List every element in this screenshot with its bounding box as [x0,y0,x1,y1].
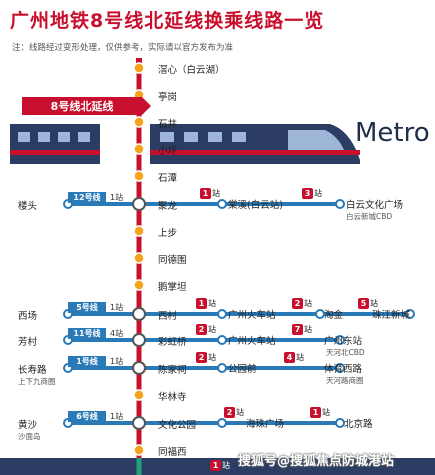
station-label: 亭岗 [158,92,178,103]
branch-station: 体育西路 [324,364,363,375]
branch-substation: 白云新城CBD [346,212,393,221]
station-label: 上步 [158,228,178,239]
branch-station: 淘金 [324,310,344,321]
station-label: 华林寺 [158,392,187,403]
transfer-line-pill: 5号线 [68,302,106,313]
transfer-line-count: 4站 [110,329,124,338]
station-label: 文化公园 [158,420,197,431]
transfer-left-station: 长寿路 [18,365,47,376]
transfer-line-pill: 6号线 [68,411,106,422]
line8-badge: 8号线北延线 [22,97,151,115]
branch-station: 白云文化广场 [346,200,404,211]
station-label: 彩虹桥 [158,337,187,348]
station-label: 西村 [158,311,178,322]
station-markers [132,62,146,456]
transfer-left-substation: 沙面岛 [18,432,41,441]
branch-station: 广州东站 [324,336,363,347]
transfer-line-pill: 12号线 [68,192,106,203]
branch-station: 广州火车站 [228,310,276,321]
transfer-left-station: 楼头 [18,201,38,212]
branch-station: 棠溪(白云站) [228,200,283,211]
station-label: 石井 [158,119,178,130]
watermark: 搜狐号@搜狐焦点防城港站 [238,454,395,469]
transfer-line-pill: 1号线 [68,356,106,367]
transfer-line-count: 1站 [110,193,124,202]
station-label: 石潭 [158,173,178,184]
transfer-left-station: 西场 [18,311,38,322]
station-label: 鹅掌坦 [158,282,187,293]
station-label: 小坪 [158,146,178,157]
transfer-left-station: 黄沙 [18,420,38,431]
page-subtitle: 注：线路经过变形处理，仅供参考，实际请以官方发布为准 [12,43,234,53]
station-label: 聚龙 [158,201,178,212]
transfer-line-pill: 11号线 [68,328,106,339]
station-label: 同德围 [158,255,187,266]
branch-station: 海珠广场 [246,419,285,430]
page-title: 广州地铁8号线北延线换乘线路一览 [10,10,325,32]
branch-substation: 天河北CBD [326,348,365,357]
station-label: 陈家祠 [158,365,187,376]
station-label: 滘心（白云湖） [158,65,225,76]
branch-station: 北京路 [344,419,373,430]
branch-station: 公园前 [228,364,257,375]
train-graphic [10,124,360,164]
metro-logo: Metro [355,118,430,148]
branch-station: 广州火车站 [228,336,276,347]
station-label: 同福西 [158,447,187,458]
branch-substation: 天河路商圈 [326,376,364,385]
transfer-left-substation: 上下九商圈 [18,377,56,386]
transfer-line-count: 1站 [110,357,124,366]
branch-station: 珠江新城 [372,310,411,321]
transfer-line-count: 1站 [110,412,124,421]
transfer-left-station: 芳村 [18,337,38,348]
transfer-line-count: 1站 [110,303,124,312]
